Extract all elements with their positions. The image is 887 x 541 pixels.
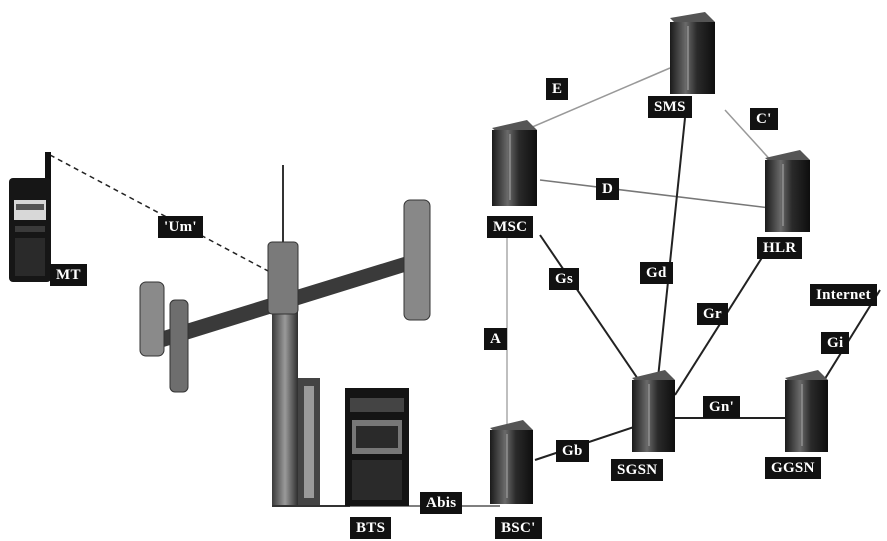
interface-label-gi: Gi [821, 332, 849, 354]
interface-label-a: A [484, 328, 507, 350]
interface-label-abis: Abis [420, 492, 462, 514]
link-um [50, 155, 270, 272]
node-label-msc: MSC [487, 216, 533, 238]
interface-label-gs: Gs [549, 268, 579, 290]
hlr-server-icon [765, 150, 810, 232]
interface-label-gr: Gr [697, 303, 728, 325]
interface-label-gd: Gd [640, 262, 673, 284]
interface-label-d: D [596, 178, 619, 200]
node-label-sms: SMS [648, 96, 692, 118]
mobile-terminal-icon [9, 152, 51, 282]
link-gs [540, 235, 640, 382]
interface-label-gn: Gn' [703, 396, 740, 418]
bsc-server-icon [490, 420, 533, 504]
node-label-internet: Internet [810, 284, 877, 306]
interface-label-e: E [546, 78, 568, 100]
msc-server-icon [492, 120, 537, 206]
ggsn-server-icon [785, 370, 828, 452]
link-d [540, 180, 770, 208]
bts-cabinet-icon [345, 388, 409, 506]
interface-label-um: 'Um' [158, 216, 203, 238]
sms-server-icon [670, 12, 715, 94]
interface-label-gb: Gb [556, 440, 589, 462]
sgsn-server-icon [632, 370, 675, 452]
connections [50, 68, 880, 506]
node-label-mt: MT [50, 264, 87, 286]
node-label-sgsn: SGSN [611, 459, 663, 481]
node-label-bts: BTS [350, 517, 391, 539]
node-label-hlr: HLR [757, 237, 802, 259]
link-gd [658, 118, 685, 378]
node-label-ggsn: GGSN [765, 457, 821, 479]
interface-label-c: C' [750, 108, 778, 130]
node-label-bsc: BSC' [495, 517, 542, 539]
